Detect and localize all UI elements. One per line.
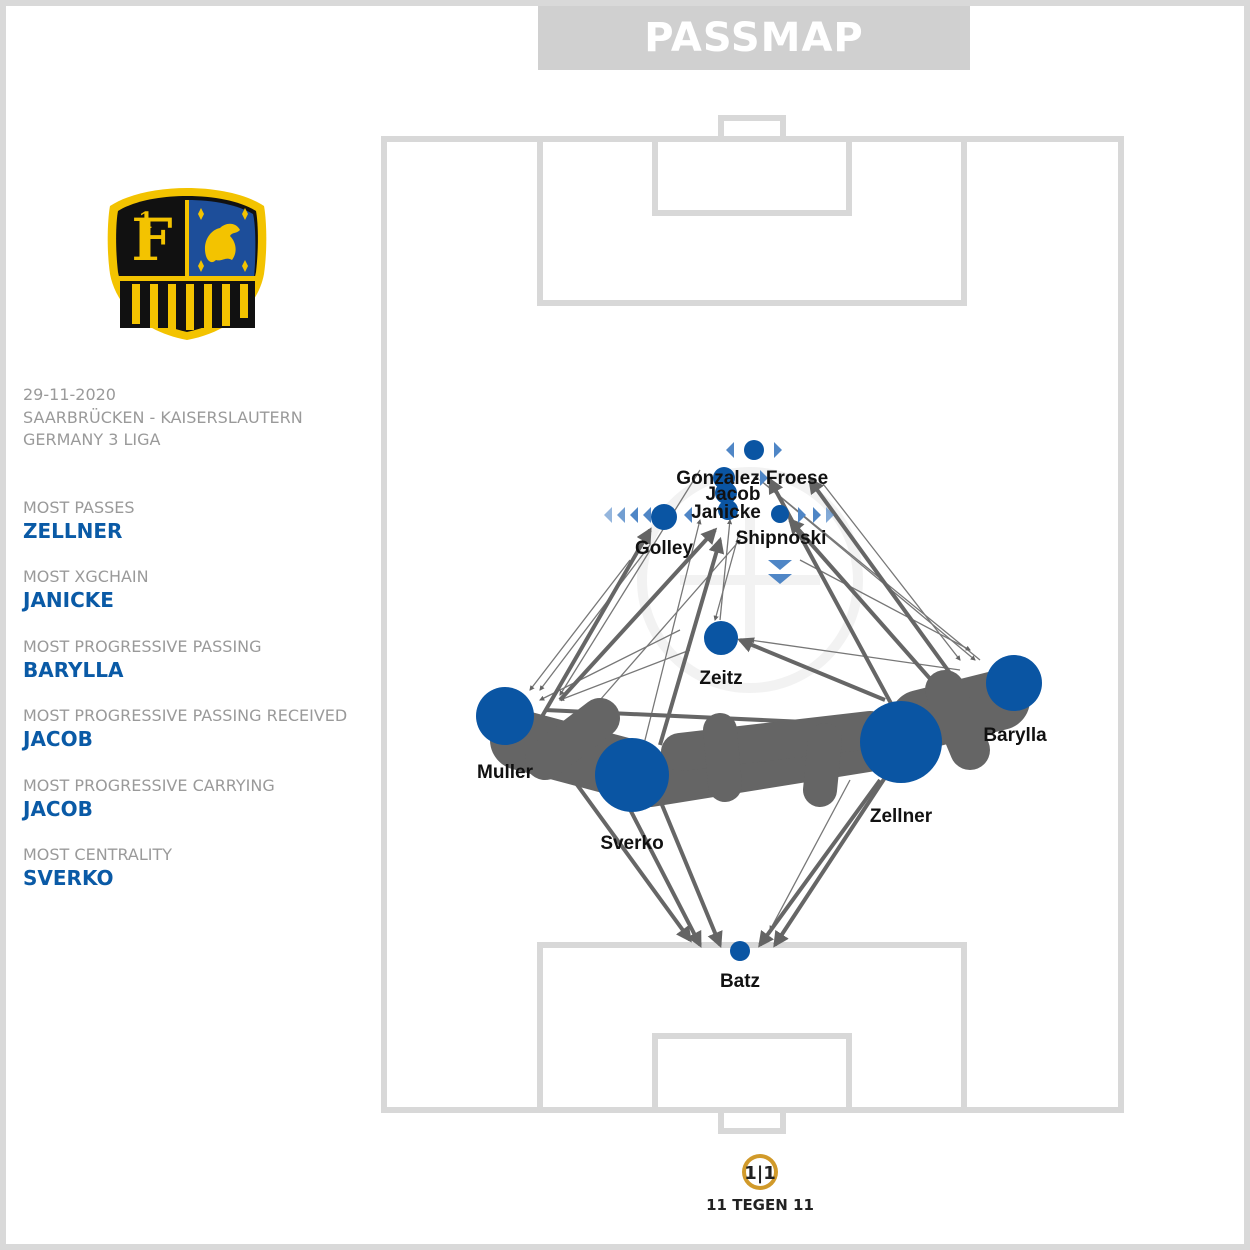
direction-arrow-icon (604, 442, 834, 584)
match-competition: GERMANY 3 LIGA (23, 430, 161, 449)
pitch-lines (381, 115, 1124, 1134)
stat-most-centrality: MOST CENTRALITY SVERKO (23, 845, 172, 890)
label-janicke: Janicke (691, 502, 761, 523)
match-info: 29-11-2020 SAARBRÜCKEN - KAISERSLAUTERN … (23, 384, 303, 452)
stat-label: MOST PROGRESSIVE CARRYING (23, 776, 275, 795)
brand-logo-icon: 1|1 11 TEGEN 11 (706, 1154, 814, 1214)
pass-edges-thin (529, 469, 981, 931)
label-zellner: Zellner (870, 806, 933, 827)
label-separator: - (753, 468, 759, 489)
stat-value: JACOB (23, 727, 93, 751)
stat-label: MOST PASSES (23, 498, 135, 517)
stat-most-passes: MOST PASSES ZELLNER (23, 498, 135, 543)
player-node-golley (651, 504, 677, 530)
svg-text:1|1: 1|1 (744, 1163, 776, 1184)
stat-most-progressive-passing-received: MOST PROGRESSIVE PASSING RECEIVED JACOB (23, 706, 347, 751)
stat-label: MOST CENTRALITY (23, 845, 173, 864)
stat-label: MOST PROGRESSIVE PASSING (23, 637, 262, 656)
stat-most-progressive-carrying: MOST PROGRESSIVE CARRYING JACOB (23, 776, 275, 821)
stat-label: MOST XGCHAIN (23, 567, 149, 586)
player-node-shipnoski (771, 505, 789, 523)
label-gonzalez: Gonzalez (676, 468, 759, 489)
stat-value: ZELLNER (23, 519, 123, 543)
player-node-muller (476, 687, 534, 745)
label-froese: Froese (766, 468, 828, 489)
player-node-froese (744, 440, 764, 460)
label-muller: Muller (477, 762, 534, 783)
pass-edges-medium (528, 477, 957, 948)
label-barylla: Barylla (983, 725, 1047, 746)
player-node-jacob (715, 482, 737, 504)
label-golley: Golley (635, 538, 694, 559)
player-nodes (476, 440, 1042, 961)
stat-value: BARYLLA (23, 658, 124, 682)
label-shipnoski: Shipnoski (736, 528, 827, 549)
label-sverko: Sverko (600, 833, 663, 854)
player-labels: Gonzalez Froese Jacob Janicke Golley Shi… (477, 468, 1047, 992)
crest-icon: F 1 (107, 188, 267, 340)
stat-value: JACOB (23, 797, 93, 821)
svg-text:1: 1 (138, 208, 153, 234)
match-date: 29-11-2020 (23, 385, 116, 404)
stat-label: MOST PROGRESSIVE PASSING RECEIVED (23, 706, 348, 725)
player-node-zeitz (704, 621, 738, 655)
label-batz: Batz (720, 971, 760, 992)
player-node-barylla (986, 655, 1042, 711)
stat-most-xgchain: MOST XGCHAIN JANICKE (23, 567, 149, 612)
player-node-sverko (595, 738, 669, 812)
stat-most-progressive-passing: MOST PROGRESSIVE PASSING BARYLLA (23, 637, 262, 682)
watermark (637, 467, 863, 693)
title-bar: PASSMAP (538, 6, 970, 70)
player-node-janicke (718, 500, 738, 520)
label-jacob: Jacob (706, 484, 761, 505)
label-zeitz: Zeitz (699, 668, 742, 689)
svg-text:F: F (131, 206, 172, 274)
player-node-zellner (860, 701, 942, 783)
stat-value: SVERKO (23, 866, 114, 890)
stat-value: JANICKE (23, 588, 114, 612)
match-fixture: SAARBRÜCKEN - KAISERSLAUTERN (23, 407, 303, 427)
player-node-batz (730, 941, 750, 961)
svg-text:11 TEGEN 11: 11 TEGEN 11 (706, 1196, 814, 1214)
page-title: PASSMAP (644, 15, 864, 61)
